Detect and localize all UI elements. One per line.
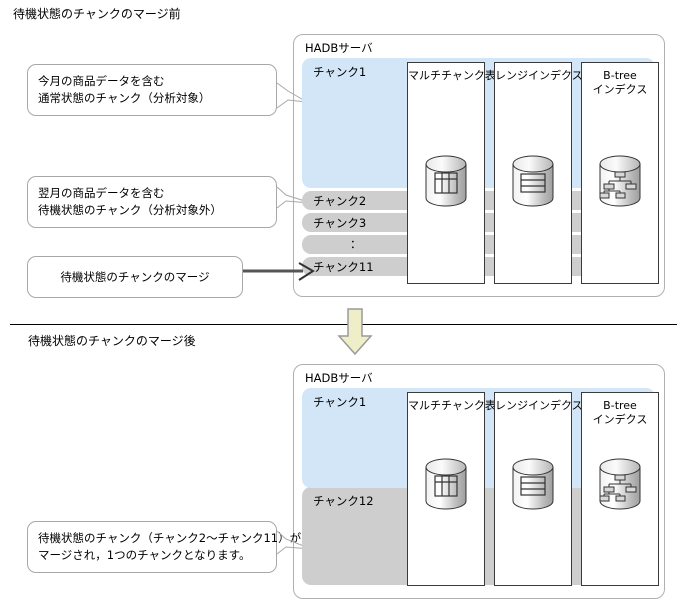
chunk-label-chunk1-after: チャンク1	[313, 395, 367, 409]
chunk-label-chunk11: チャンク11	[313, 260, 374, 274]
index-column-title-line2: インデクス	[592, 413, 648, 426]
callout-merge-action: 待機状態のチャンクのマージ	[27, 256, 243, 298]
table-cylinder-icon	[425, 155, 467, 207]
before-section-title: 待機状態のチャンクのマージ前	[13, 7, 181, 21]
table-cylinder-icon	[425, 458, 467, 510]
callout-waiting-chunk: 翌月の商品データを含む 待機状態のチャンク（分析対象外）	[27, 176, 277, 228]
range-cylinder-icon	[512, 155, 554, 207]
callout-line: 待機状態のチャンクのマージ	[60, 269, 210, 284]
merge-arrow	[243, 262, 315, 281]
chunk-label-chunk2: チャンク2	[313, 194, 367, 208]
callout-line: 翌月の商品データを含む	[38, 186, 165, 200]
chunk-label-chunk3: チャンク3	[313, 216, 367, 230]
index-column-title: レンジインデクス	[495, 399, 583, 412]
index-column-title-line1: B-tree	[603, 399, 637, 412]
callout-line: マージされ，1つのチャンクとなります。	[38, 548, 251, 562]
index-column-title: マルチチャンク表	[408, 399, 496, 412]
btree-cylinder-icon	[599, 458, 641, 510]
hadb-server-label-before: HADBサーバ	[305, 41, 373, 55]
chunk-label-ellipsis: ：	[350, 237, 362, 251]
callout-normal-chunk: 今月の商品データを含む 通常状態のチャンク（分析対象）	[27, 64, 277, 116]
index-column-title-line2: インデクス	[592, 83, 648, 96]
index-column-title: マルチチャンク表	[408, 69, 496, 82]
callout-line: 待機状態のチャンク（分析対象外）	[38, 203, 222, 217]
callout-merged-result: 待機状態のチャンク（チャンク2～チャンク11）が マージされ，1つのチャンクとな…	[27, 521, 302, 573]
chunk-label-chunk12: チャンク12	[313, 494, 374, 508]
callout-line: 通常状態のチャンク（分析対象）	[38, 91, 211, 105]
callout-line: 待機状態のチャンク（チャンク2～チャンク11）が	[38, 531, 302, 545]
range-cylinder-icon	[512, 458, 554, 510]
callout-line: 今月の商品データを含む	[38, 74, 165, 88]
after-section-title: 待機状態のチャンクのマージ後	[28, 334, 196, 348]
index-column-title: レンジインデクス	[495, 69, 583, 82]
section-divider	[10, 324, 677, 325]
index-column-btree-index-before: B-tree インデクス	[581, 62, 659, 284]
btree-cylinder-icon	[599, 155, 641, 207]
transition-arrow-down	[337, 308, 373, 356]
index-column-title: B-tree インデクス	[582, 399, 658, 427]
hadb-server-label-after: HADBサーバ	[305, 371, 373, 385]
index-column-range-index-before: レンジインデクス	[494, 62, 583, 284]
index-column-title: B-tree インデクス	[582, 69, 658, 97]
chunk-label-chunk1: チャンク1	[313, 65, 367, 79]
index-column-title-line1: B-tree	[603, 69, 637, 82]
